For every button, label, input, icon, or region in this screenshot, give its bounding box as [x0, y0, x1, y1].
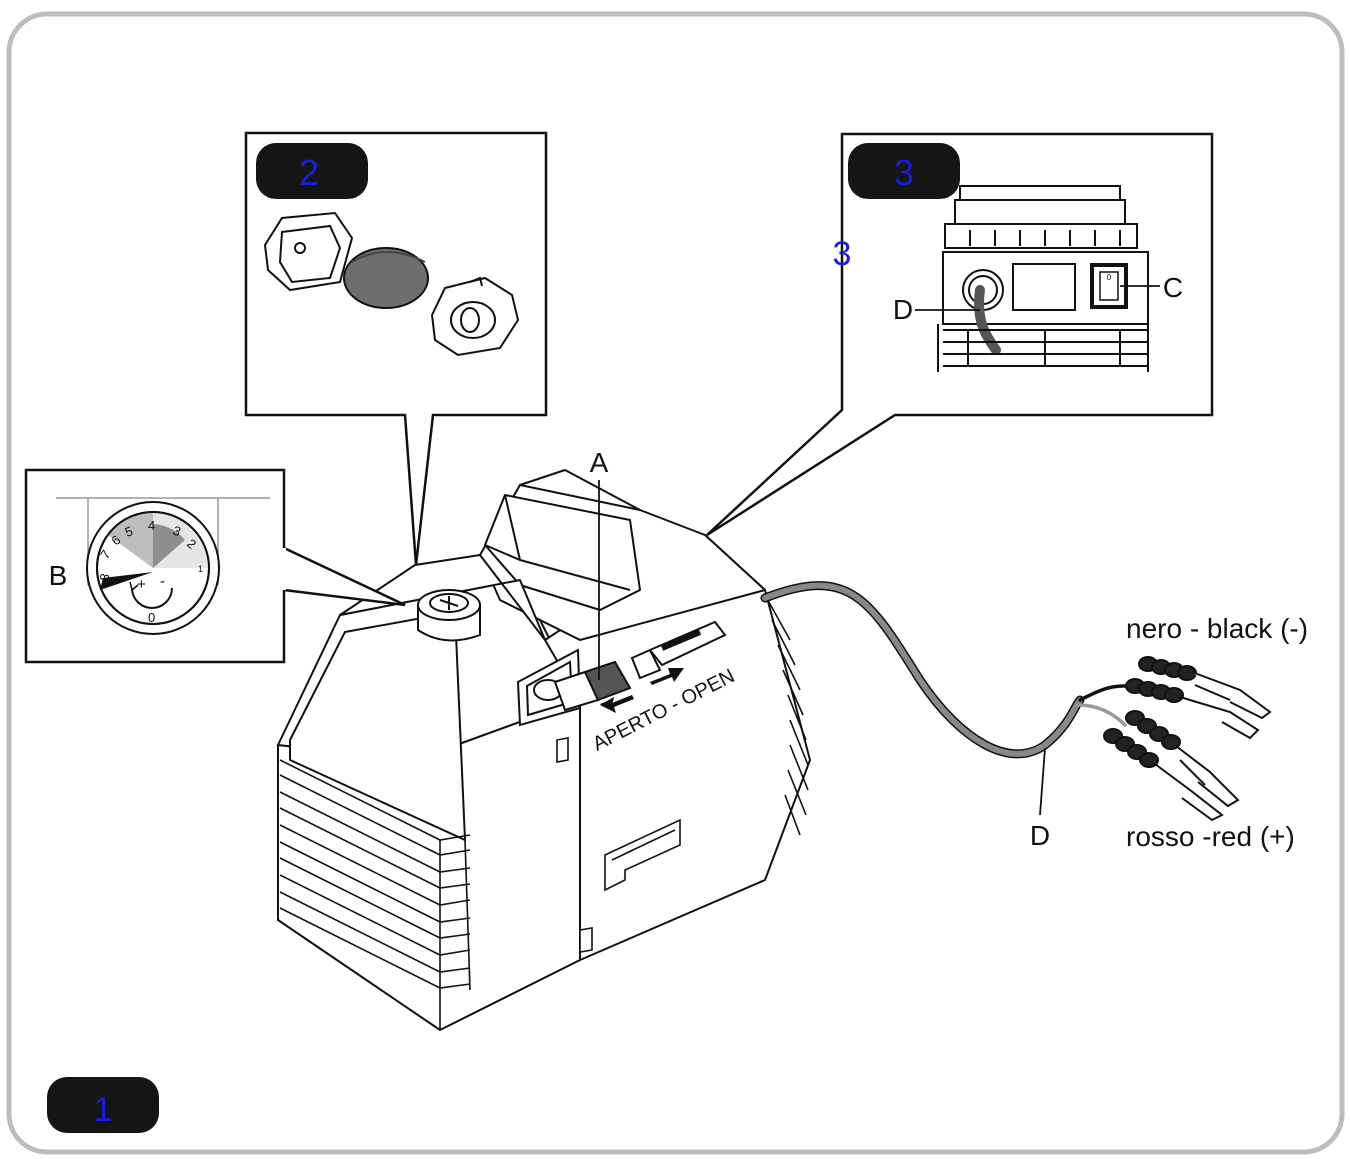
- cooling-fins-left: [279, 759, 471, 1030]
- stray-number: 3: [833, 235, 852, 273]
- dial-tick-1: 1: [198, 564, 203, 574]
- label-d-cable: D: [1030, 820, 1050, 851]
- dial-plus: +: [137, 576, 146, 593]
- dial-tick-3: 3: [171, 523, 183, 540]
- label-black-clamp: nero - black (-): [1126, 613, 1308, 644]
- label-red-clamp: rosso -red (+): [1126, 821, 1295, 852]
- dial-tick-0: 0: [148, 610, 155, 625]
- seam-clip-lower: [579, 927, 593, 953]
- valve-fitting: [516, 620, 727, 727]
- dial-pointer: [100, 572, 153, 590]
- badge-panel-number: 3: [894, 152, 914, 193]
- filter-element: [343, 247, 429, 309]
- black-clamp: [1125, 656, 1272, 740]
- detail-box-panel: [706, 132, 1214, 537]
- label-b: B: [49, 560, 68, 591]
- badge-panel: 3: [848, 143, 960, 199]
- switch-mark: 0: [1107, 273, 1112, 282]
- leader-d-cable: [1039, 747, 1046, 816]
- filter-cap: [263, 211, 354, 292]
- badge-filter-number: 2: [299, 152, 319, 193]
- label-a: A: [590, 447, 609, 478]
- detail-box-dial: [24, 468, 406, 664]
- detail-box-filter: [244, 131, 548, 566]
- red-clamp: [1103, 710, 1240, 822]
- badge-filter: 2: [256, 143, 368, 199]
- open-direction-arrows: [600, 668, 684, 713]
- dial-tick-8: 8: [96, 572, 112, 583]
- cooling-fins-right: [764, 594, 809, 836]
- badge-main-number: 1: [94, 1091, 113, 1129]
- side-plate: [604, 818, 681, 892]
- dial-minus: -: [160, 573, 165, 590]
- label-d-panel: D: [893, 294, 913, 325]
- label-c: C: [1163, 272, 1183, 303]
- dial-tick-4: 4: [148, 518, 155, 533]
- dial-tick-5: 5: [123, 523, 135, 540]
- badge-main: 1: [47, 1077, 159, 1133]
- pressure-knob: [417, 589, 481, 642]
- rear-unit: [937, 185, 1149, 372]
- seam-clip-upper: [556, 737, 569, 763]
- filter-base: [430, 276, 520, 357]
